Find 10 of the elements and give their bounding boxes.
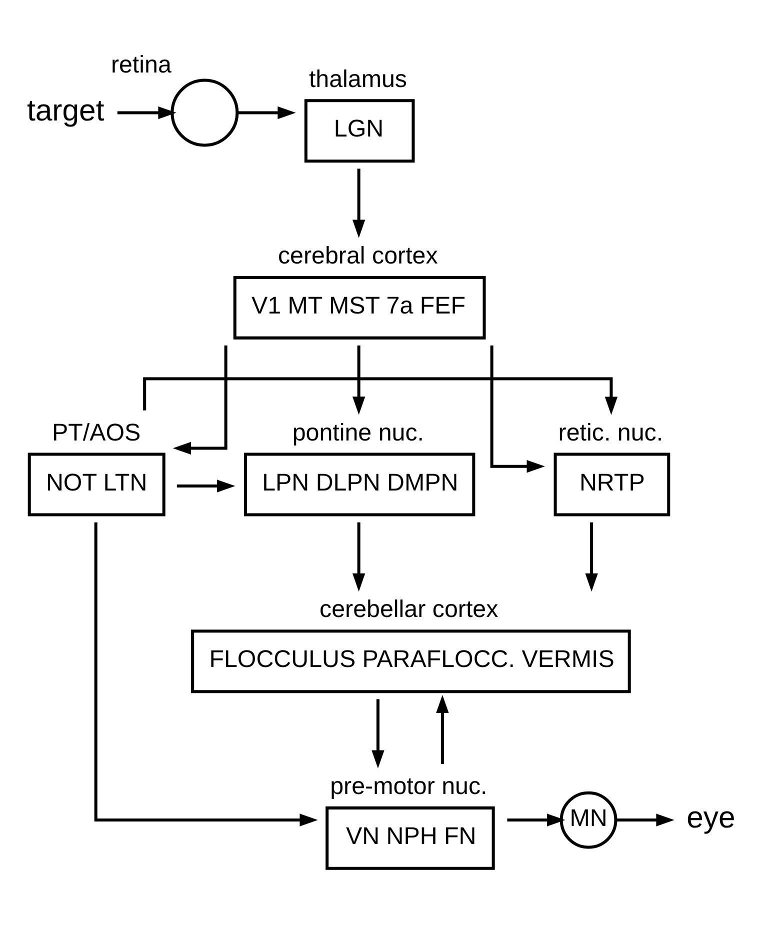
node-text: eye [686, 801, 736, 834]
node-label: thalamus [308, 65, 408, 92]
node-label: PT/AOS [52, 418, 141, 446]
node-text: target [26, 94, 104, 127]
node-label: pre-motor nuc. [330, 772, 488, 800]
node-label: retic. nuc. [558, 418, 664, 446]
node-label: pontine nuc. [292, 418, 424, 446]
node-label: retina [110, 50, 172, 78]
node-label: cerebral cortex [278, 242, 438, 270]
node-label: cerebellar cortex [320, 596, 498, 623]
